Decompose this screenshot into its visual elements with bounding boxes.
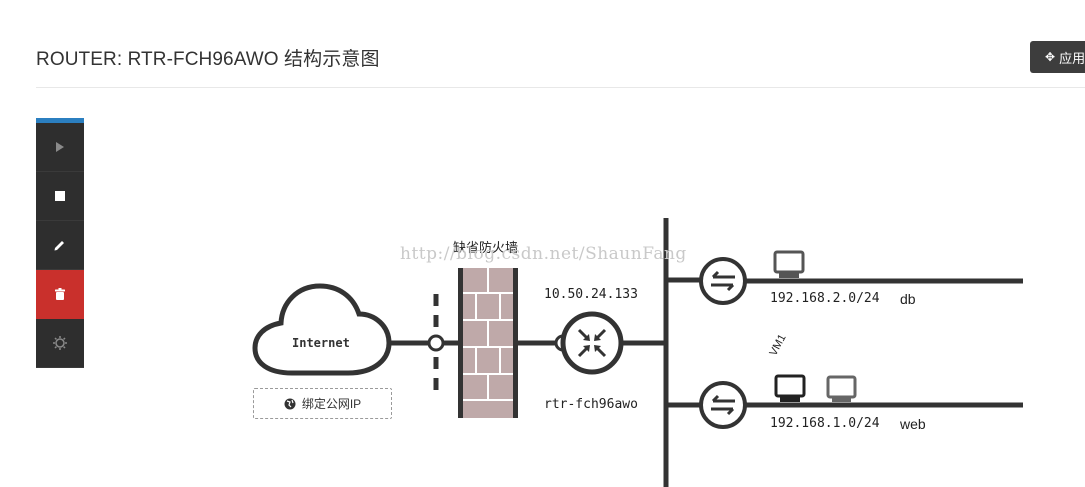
- pencil-icon: [54, 241, 64, 251]
- firewall-label: 缺省防火墙: [453, 240, 519, 255]
- network-db-name[interactable]: db: [900, 291, 916, 307]
- firewall-icon[interactable]: [458, 268, 518, 418]
- stop-button[interactable]: [36, 172, 84, 221]
- vertical-toolbar: [36, 118, 84, 368]
- vm1-instance-icon[interactable]: [774, 374, 806, 402]
- page-title: ROUTER: RTR-FCH96AWO 结构示意图: [36, 49, 380, 70]
- bind-public-ip-button[interactable]: 绑定公网IP: [253, 388, 392, 419]
- move-icon: ✥: [1045, 50, 1056, 64]
- apply-button[interactable]: ✥ 应用: [1030, 41, 1085, 73]
- apply-label: 应用: [1059, 50, 1085, 66]
- edit-button[interactable]: [36, 221, 84, 270]
- instance-db-icon[interactable]: [773, 250, 805, 278]
- globe-icon: [284, 398, 296, 409]
- switch-web-icon[interactable]: [699, 381, 747, 429]
- watermark-text: http://blog.csdn.net/ShaunFang: [400, 244, 687, 264]
- internet-cloud[interactable]: [252, 283, 392, 376]
- instance-web-icon[interactable]: [826, 375, 857, 402]
- header-divider: [36, 87, 1085, 88]
- settings-button[interactable]: [36, 319, 84, 368]
- network-web-cidr: 192.168.1.0/24: [770, 416, 880, 431]
- switch-db-icon[interactable]: [699, 257, 747, 305]
- internet-label: Internet: [292, 336, 350, 350]
- delete-button[interactable]: [36, 270, 84, 319]
- router-name-label: rtr-fch96awo: [544, 397, 638, 412]
- router-icon[interactable]: [560, 311, 624, 375]
- network-db-cidr: 192.168.2.0/24: [770, 291, 880, 306]
- stop-icon: [55, 191, 65, 201]
- start-button[interactable]: [36, 123, 84, 172]
- trash-icon: [55, 288, 65, 300]
- toolbar-accent: [36, 118, 84, 123]
- gear-icon: [53, 336, 67, 350]
- network-web-name[interactable]: web: [900, 416, 926, 432]
- router-ip-label: 10.50.24.133: [544, 287, 638, 302]
- gateway-port: [427, 334, 445, 352]
- bind-public-ip-label: 绑定公网IP: [301, 397, 362, 411]
- play-icon: [56, 142, 64, 152]
